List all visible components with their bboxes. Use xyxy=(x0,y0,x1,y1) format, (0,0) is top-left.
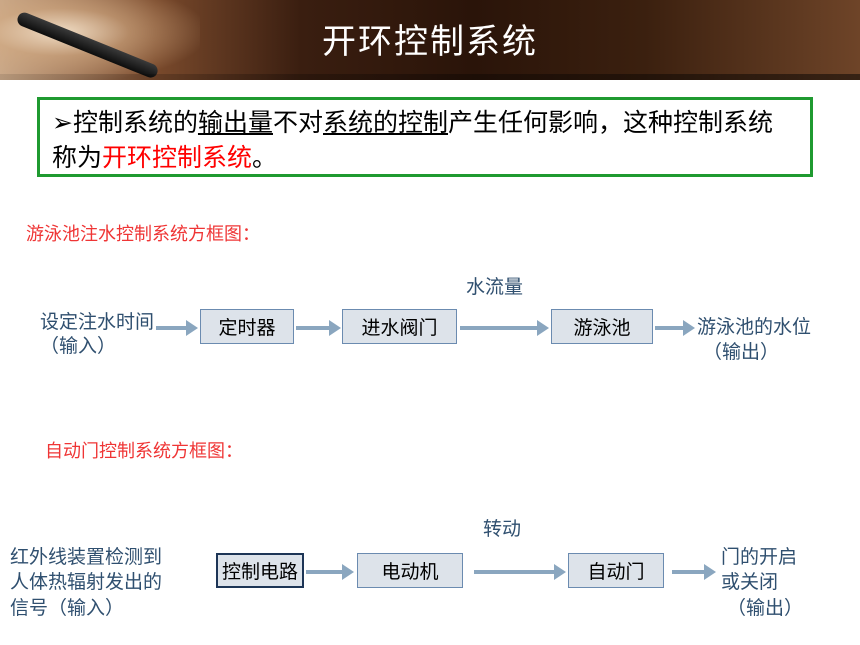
door-block-auto-door: 自动门 xyxy=(568,553,664,588)
pool-input-line1: 设定注水时间 xyxy=(40,311,155,333)
definition-text-2: 不对 xyxy=(272,108,323,137)
banner-stripe xyxy=(0,74,860,80)
pool-output-line2: （输出） xyxy=(703,341,780,363)
arrow-head-icon xyxy=(329,320,341,336)
arrow-head-icon xyxy=(342,564,354,580)
arrow-head-icon xyxy=(704,564,716,580)
pool-block-valve: 进水阀门 xyxy=(342,309,457,344)
pool-block-timer: 定时器 xyxy=(200,309,294,344)
door-output-line3: （输出） xyxy=(727,597,804,619)
pool-block-pool: 游泳池 xyxy=(551,309,653,344)
banner-glow xyxy=(0,0,200,80)
arrow-head-icon xyxy=(683,320,695,336)
definition-period: 。 xyxy=(252,143,278,172)
door-arrow-1 xyxy=(306,564,354,580)
bullet-arrow-icon: ➢ xyxy=(52,108,73,137)
definition-box: ➢控制系统的输出量不对系统的控制产生任何影响，这种控制系统称为开环控制系统。 xyxy=(37,97,813,177)
definition-open-loop-term: 开环控制系统 xyxy=(102,143,253,172)
door-output-line1: 门的开启 xyxy=(721,546,798,568)
pool-arrow-2 xyxy=(460,320,549,336)
pool-diagram-caption: 游泳池注水控制系统方框图： xyxy=(26,224,260,245)
pool-output-line1: 游泳池的水位 xyxy=(697,316,812,338)
header-banner: 开环控制系统 xyxy=(0,0,860,80)
arrow-head-icon xyxy=(186,320,198,336)
pool-arrow-1 xyxy=(296,320,341,336)
door-input-line1: 红外线装置检测到 xyxy=(10,546,163,568)
door-rotation-label: 转动 xyxy=(483,518,522,540)
door-block-motor: 电动机 xyxy=(357,553,463,588)
pool-arrow-output xyxy=(655,320,695,336)
page-title: 开环控制系统 xyxy=(322,22,538,62)
definition-output-term: 输出量 xyxy=(197,108,273,137)
pool-input-line2: （输入） xyxy=(40,335,117,357)
door-diagram-caption: 自动门控制系统方框图： xyxy=(45,441,243,462)
door-arrow-2 xyxy=(474,564,566,580)
pool-arrow-input xyxy=(156,320,198,336)
definition-control-term: 系统的控制 xyxy=(323,108,449,137)
pool-flow-label: 水流量 xyxy=(466,276,524,298)
arrow-head-icon xyxy=(537,320,549,336)
definition-text-3: 产生任何影响，这种控制系统称为 xyxy=(52,108,774,172)
door-input-line2: 人体热辐射发出的 xyxy=(10,571,163,593)
door-block-control-circuit: 控制电路 xyxy=(216,553,304,588)
door-arrow-output xyxy=(672,564,716,580)
door-input-line3: 信号（输入） xyxy=(10,597,125,619)
definition-text-1: 控制系统的 xyxy=(72,108,198,137)
arrow-head-icon xyxy=(554,564,566,580)
door-output-line2: 或关闭 xyxy=(721,571,779,593)
